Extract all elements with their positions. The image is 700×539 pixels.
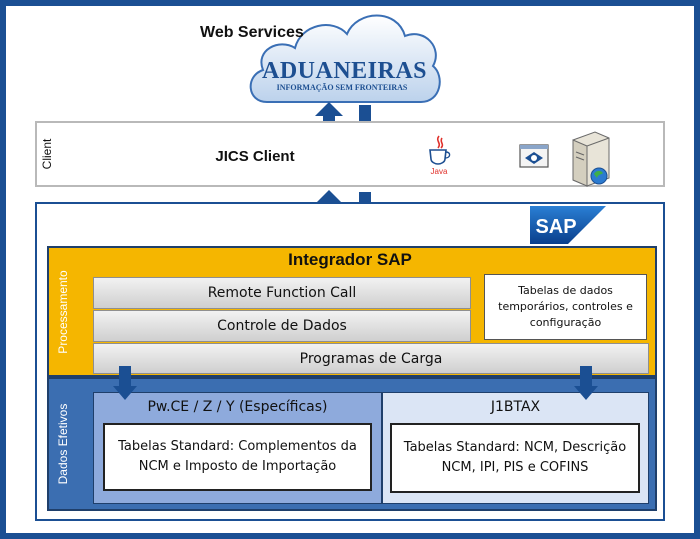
temp-tables-box: Tabelas de dados temporários, controles … (484, 274, 647, 340)
pw-ce-header: Pw.CE / Z / Y (Específicas) (147, 399, 328, 415)
web-service-icon (519, 144, 549, 168)
sap-logo: SAP (530, 206, 606, 244)
sap-logo-text: SAP (535, 216, 576, 238)
remote-function-call-bar: Remote Function Call (93, 277, 471, 309)
programas-de-carga-bar: Programas de Carga (93, 343, 649, 374)
java-icon: Java (429, 135, 451, 176)
client-box (35, 121, 665, 187)
pw-ce-tables-box: Tabelas Standard: Complementos da NCM e … (103, 423, 372, 491)
server-icon (572, 131, 610, 187)
aduaneiras-tagline: INFORMAÇÃO SEM FRONTEIRAS (276, 83, 408, 92)
down-arrow-left (113, 366, 137, 400)
j1btax-header: J1BTAX (490, 399, 541, 415)
client-side-label: Client (40, 138, 54, 170)
j1btax-tables-box: Tabelas Standard: NCM, Descrição NCM, IP… (390, 423, 640, 493)
cloud-icon (249, 14, 441, 103)
integrador-sap-title: Integrador SAP (288, 250, 412, 269)
aduaneiras-logo: ADUANEIRAS (262, 58, 428, 84)
processamento-side-label: Processamento (56, 270, 70, 354)
dados-efetivos-side-label: Dados Efetivos (56, 403, 70, 485)
down-arrow-right (574, 366, 598, 400)
java-label: Java (431, 167, 448, 176)
controle-de-dados-bar: Controle de Dados (93, 310, 471, 342)
jics-client-title: JICS Client (215, 148, 295, 165)
web-services-title: Web Services (200, 24, 304, 41)
